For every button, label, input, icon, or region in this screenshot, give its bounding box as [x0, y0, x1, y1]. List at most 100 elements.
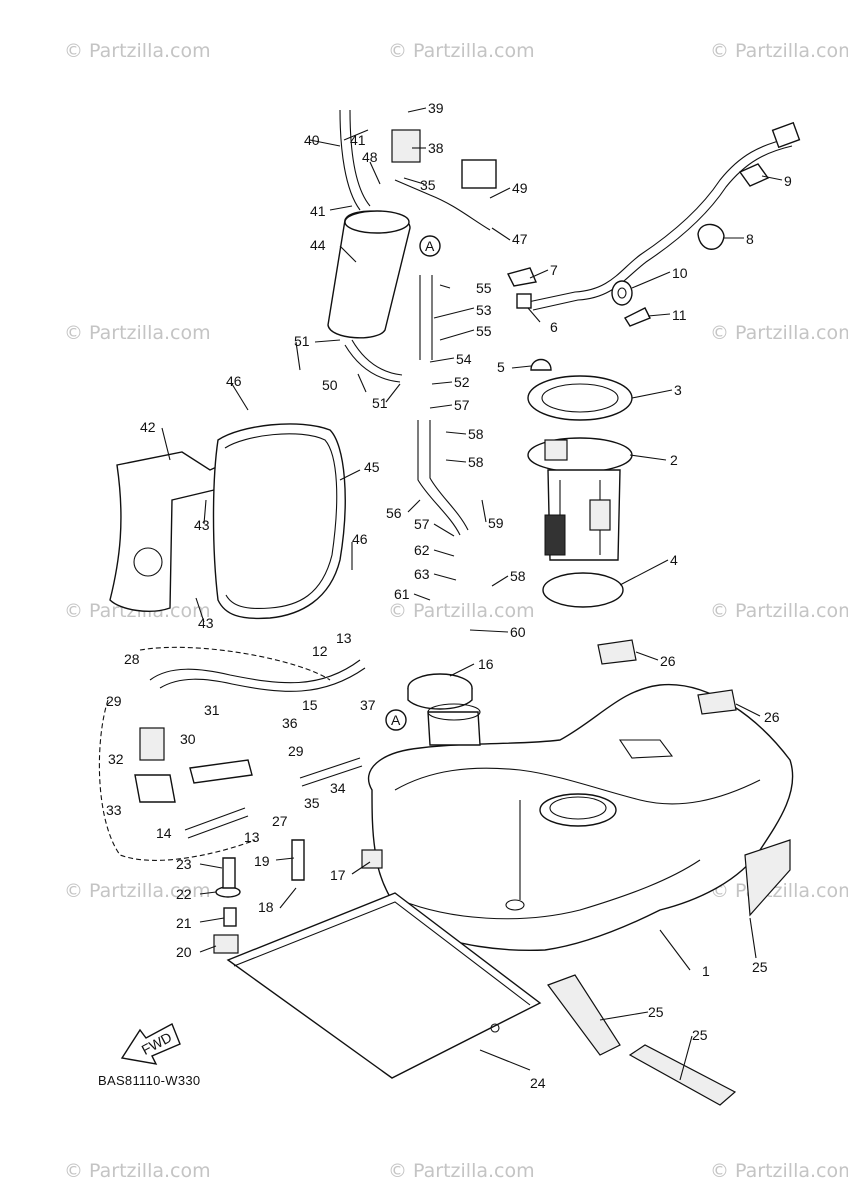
callout: 18 [258, 899, 274, 915]
ring-nut [527, 375, 633, 421]
fwd-arrow: FWD [120, 1023, 181, 1065]
callout: 62 [414, 542, 430, 558]
callout: 61 [394, 586, 410, 602]
callout: 7 [550, 262, 558, 278]
callout: 3 [674, 382, 682, 398]
callout: 31 [204, 702, 220, 718]
callout: 39 [428, 100, 444, 116]
callout: 34 [330, 780, 346, 796]
callout: 21 [176, 915, 192, 931]
watermark: © Partzilla.com [64, 322, 211, 344]
callout: 25 [648, 1004, 664, 1020]
callout: 28 [124, 651, 140, 667]
callout: 17 [330, 867, 346, 883]
callout: 15 [302, 697, 318, 713]
callout: 43 [198, 615, 214, 631]
callout: 38 [428, 140, 444, 156]
callout: 35 [304, 795, 320, 811]
fuel-pump [527, 437, 633, 561]
callout: 29 [106, 693, 122, 709]
callout: 54 [456, 351, 472, 367]
callout: 30 [180, 731, 196, 747]
canister [327, 210, 411, 339]
callout: 48 [362, 149, 378, 165]
callout: 57 [414, 516, 430, 532]
callout: 13 [244, 829, 260, 845]
callout: 22 [176, 886, 192, 902]
callout: 25 [692, 1027, 708, 1043]
callout: 19 [254, 853, 270, 869]
ref-mark: A [425, 238, 435, 254]
callout: 53 [476, 302, 492, 318]
callout: 60 [510, 624, 526, 640]
watermark: © Partzilla.com [710, 40, 848, 62]
callout: 27 [272, 813, 288, 829]
cap [530, 358, 552, 371]
watermark: © Partzilla.com [64, 1160, 211, 1182]
callout: 11 [672, 307, 687, 323]
callout: 63 [414, 566, 430, 582]
filler-cap [407, 673, 481, 746]
watermark: © Partzilla.com [710, 1160, 848, 1182]
side-cover [212, 423, 346, 620]
bracket [109, 451, 236, 612]
callout: 20 [176, 944, 192, 960]
callout: 5 [497, 359, 505, 375]
callout: 26 [660, 653, 676, 669]
callout: 36 [282, 715, 298, 731]
watermark: © Partzilla.com [388, 600, 535, 622]
callout: 40 [304, 132, 320, 148]
callout: 25 [752, 959, 768, 975]
watermark: © Partzilla.com [710, 880, 848, 902]
callout: 26 [764, 709, 780, 725]
callout: 58 [468, 454, 484, 470]
callout: 56 [386, 505, 402, 521]
watermark: © Partzilla.com [710, 600, 848, 622]
callout: 8 [746, 231, 754, 247]
watermark: © Partzilla.com [64, 40, 211, 62]
callout: 12 [312, 643, 328, 659]
callout: 35 [420, 177, 436, 193]
callout: 2 [670, 452, 678, 468]
fuel-tank [367, 683, 794, 952]
callout: 33 [106, 802, 122, 818]
callout: 44 [310, 237, 326, 253]
callout: 50 [322, 377, 338, 393]
callout: 41 [350, 132, 366, 148]
callout: 51 [372, 395, 388, 411]
callout: 42 [140, 419, 156, 435]
diagram-code: BAS81110-W330 [98, 1073, 201, 1088]
callout: 10 [672, 265, 688, 281]
gasket [542, 572, 624, 608]
callout: 43 [194, 517, 210, 533]
callout: 9 [784, 173, 792, 189]
callout: 55 [476, 280, 492, 296]
watermark: © Partzilla.com [388, 1160, 535, 1182]
watermark: © Partzilla.com [710, 322, 848, 344]
callout: 13 [336, 630, 352, 646]
callout: 32 [108, 751, 124, 767]
fuel-hose [527, 137, 791, 303]
callout: 37 [360, 697, 376, 713]
ref-mark: A [391, 712, 401, 728]
leader-lines [161, 107, 783, 1081]
callout: 51 [294, 333, 310, 349]
callout: 52 [454, 374, 470, 390]
callout: 49 [512, 180, 528, 196]
callout: 14 [156, 825, 172, 841]
callout: 58 [510, 568, 526, 584]
callout: 4 [670, 552, 678, 568]
watermark: © Partzilla.com [388, 40, 535, 62]
callout-labels: 1 2 3 4 5 6 7 8 9 10 11 12 13 13 14 15 1… [106, 100, 792, 1091]
callout: 47 [512, 231, 528, 247]
callout: 57 [454, 397, 470, 413]
callout: 6 [550, 319, 558, 335]
tank-cover [226, 892, 542, 1079]
callout: 16 [478, 656, 494, 672]
callout: 46 [352, 531, 368, 547]
callout: 41 [310, 203, 326, 219]
callout: 1 [702, 963, 710, 979]
callout: 59 [488, 515, 504, 531]
